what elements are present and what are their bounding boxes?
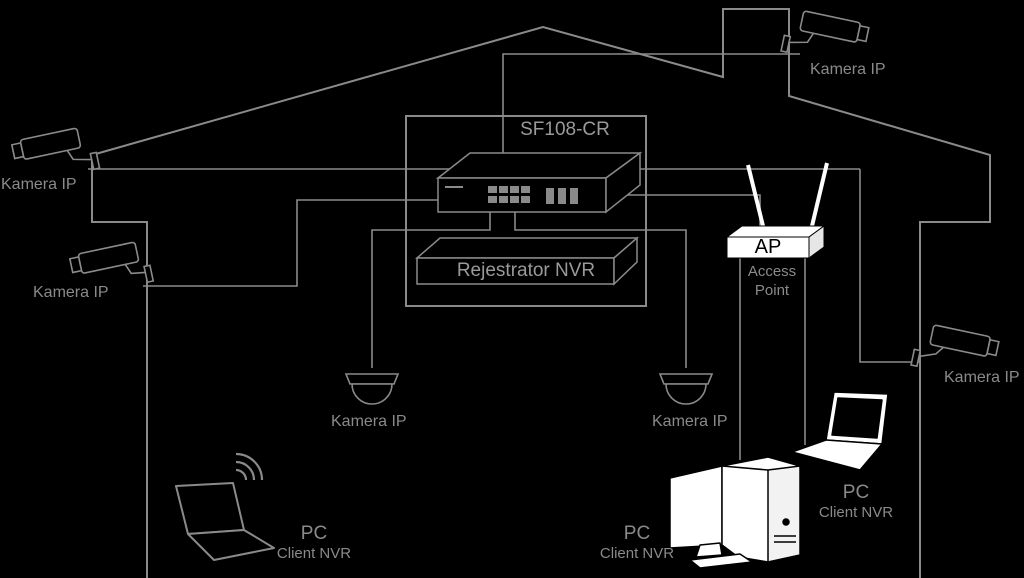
pc-desktop-title: PC [623,523,651,544]
camera-left-upper-icon [10,127,101,171]
house-outline [91,8,991,578]
pc-left-subtitle: Client NVR [276,545,352,562]
ap-label: AP [754,236,782,258]
nvr-recorder [414,236,640,286]
camera-top-right-icon [780,10,870,54]
pc-right-title: PC [842,482,870,503]
switch-device [435,151,643,214]
laptop-right-icon [791,391,889,471]
ap-caption-line1: Access [747,263,797,280]
pc-desktop-subtitle: Client NVR [599,545,675,562]
dome-camera-left-icon [344,373,400,405]
camera-left-lower-label: Kamera IP [33,284,109,301]
dome-camera-right-icon [658,373,714,405]
laptop-left-icon [175,482,275,561]
camera-right-icon [910,324,1000,368]
camera-left-upper-label: Kamera IP [1,176,77,193]
ap-caption-line2: Point [754,282,790,299]
camera-top-right-label: Kamera IP [810,61,886,78]
switch-rack-box [405,115,647,307]
dome-camera-right-label: Kamera IP [652,413,728,430]
dome-camera-left-label: Kamera IP [331,413,407,430]
camera-left-lower-icon [68,241,155,284]
switch-label: SF108-CR [520,119,610,140]
pc-right-subtitle: Client NVR [818,504,894,521]
camera-right-label: Kamera IP [944,369,1020,386]
wifi-signal-icon [235,452,264,481]
desktop-pc-icon [669,456,801,569]
nvr-label: Rejestrator NVR [456,260,596,281]
pc-left-title: PC [300,523,328,544]
access-point-device [725,162,829,259]
